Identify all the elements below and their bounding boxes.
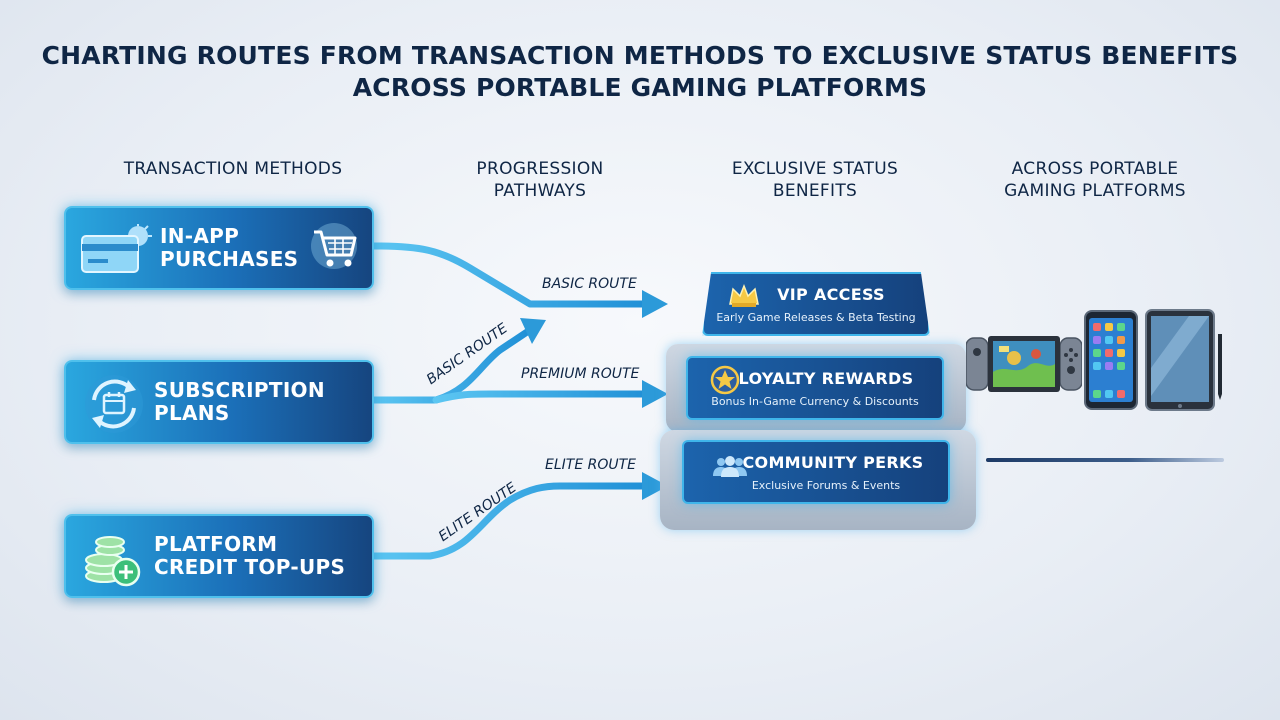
flow-basic-route-top: [370, 242, 654, 308]
credit-card-icon: [81, 224, 152, 273]
flow-elite-route: [370, 482, 654, 560]
route-label-premium: PREMIUM ROUTE: [521, 366, 640, 382]
title-line-1: CHARTING ROUTES FROM TRANSACTION METHODS…: [41, 41, 1239, 70]
tier-description: Bonus In-Game Currency & Discounts: [711, 395, 919, 408]
arrowhead-basic-mid: [520, 318, 546, 344]
page-title: CHARTING ROUTES FROM TRANSACTION METHODS…: [0, 40, 1280, 104]
smartphone-icon: [1084, 310, 1138, 410]
method-label: PLATFORM CREDIT TOP-UPS: [154, 532, 346, 579]
column-header-portable-gaming-platforms: ACROSS PORTABLE GAMING PLATFORMS: [1004, 159, 1186, 201]
tier-name: LOYALTY REWARDS: [738, 369, 914, 388]
crown-icon: [729, 284, 759, 307]
arrowhead-premium: [642, 380, 668, 408]
calendar-cycle-icon: [85, 375, 143, 433]
tier-description: Exclusive Forums & Events: [751, 479, 901, 492]
method-label: IN-APP PURCHASES: [160, 224, 299, 271]
method-subscription-plans[interactable]: SUBSCRIPTION PLANS: [64, 360, 374, 444]
tablet-icon: [1145, 309, 1222, 411]
tier-description: Early Game Releases & Beta Testing: [716, 311, 916, 324]
handheld-console-icon: [966, 336, 1082, 392]
route-label-basic-top: BASIC ROUTE: [542, 276, 637, 292]
tier-name: VIP ACCESS: [777, 285, 885, 304]
column-header-exclusive-status-benefits: EXCLUSIVE STATUS BENEFITS: [731, 159, 899, 201]
method-in-app-purchases[interactable]: IN-APP PURCHASES: [64, 206, 374, 290]
tier-loyalty-rewards[interactable]: LOYALTY REWARDS Bonus In-Game Currency &…: [686, 356, 944, 420]
method-label: SUBSCRIPTION PLANS: [154, 378, 325, 425]
column-header-transaction-methods: TRANSACTION METHODS: [123, 159, 343, 179]
tier-name: COMMUNITY PERKS: [742, 453, 924, 472]
star-badge-icon: [710, 365, 740, 395]
people-icon: [713, 456, 747, 477]
arrowhead-elite: [642, 472, 668, 500]
title-line-2: ACROSS PORTABLE GAMING PLATFORMS: [352, 73, 928, 102]
arrowhead-basic-top: [642, 290, 668, 318]
coin-stack-plus-icon: [85, 536, 141, 587]
tier-community-perks[interactable]: COMMUNITY PERKS Exclusive Forums & Event…: [682, 440, 950, 504]
column-header-progression-pathways: PROGRESSION PATHWAYS: [476, 159, 604, 201]
method-platform-credit-top-ups[interactable]: PLATFORM CREDIT TOP-UPS: [64, 514, 374, 598]
shopping-cart-icon: [311, 223, 357, 269]
platform-divider-line: [986, 458, 1224, 462]
route-label-elite-top: ELITE ROUTE: [545, 457, 637, 473]
tier-vip-access[interactable]: VIP ACCESS Early Game Releases & Beta Te…: [702, 272, 930, 336]
flow-premium-route: [432, 390, 654, 404]
